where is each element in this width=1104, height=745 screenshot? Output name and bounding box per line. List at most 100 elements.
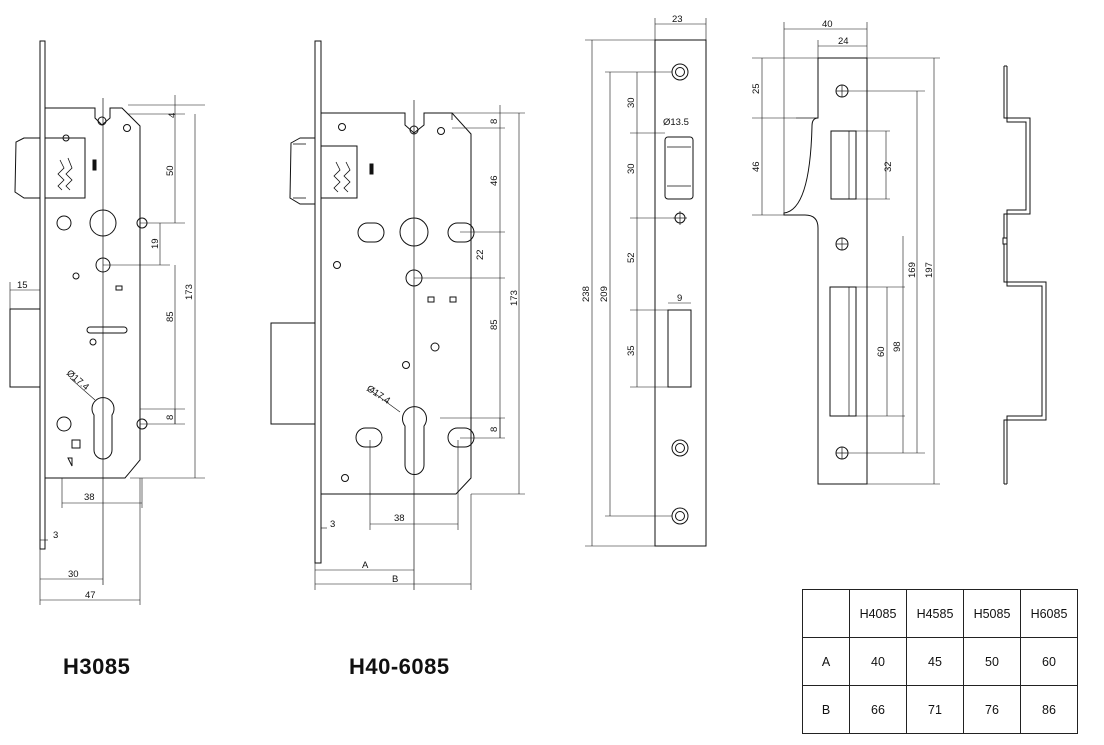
right-dim-B: B <box>392 574 398 585</box>
right-dim-8a: 8 <box>489 119 500 124</box>
left-slot-2 <box>115 285 123 291</box>
right-case-outline <box>321 112 472 495</box>
left-hole-top <box>97 116 107 126</box>
strike-dimension-lines <box>752 22 940 485</box>
strike-dim-60: 60 <box>876 346 887 357</box>
face-dim-209: 209 <box>599 286 610 302</box>
spec-cell: 66 <box>849 685 907 734</box>
right-hole-small-5 <box>402 361 410 369</box>
right-hole-small-1 <box>338 123 346 131</box>
face-dim-13: Ø13.5 <box>663 117 689 128</box>
face-dim-238: 238 <box>581 286 592 302</box>
faceplate-screw-mid <box>671 439 689 457</box>
right-hole-small-3 <box>333 261 341 269</box>
right-slot-3 <box>449 296 457 303</box>
strike-plate-front-view <box>783 57 868 485</box>
face-dim-9: 9 <box>677 293 682 304</box>
spec-cell: 76 <box>963 685 1021 734</box>
left-dim-30: 30 <box>68 569 79 580</box>
strike-dim-40: 40 <box>822 19 833 30</box>
faceplate-deadbolt-slot <box>667 309 692 388</box>
strike-plate-outline <box>783 57 868 485</box>
strike-dim-46: 46 <box>751 161 762 172</box>
left-hole-small-1 <box>123 124 131 132</box>
left-latch-body <box>44 137 86 199</box>
spec-cell: 45 <box>906 637 964 686</box>
right-hole-small-6 <box>341 474 349 482</box>
right-dim-85: 85 <box>489 319 500 330</box>
faceplate-dimension-text: 23 30 Ø13.5 30 52 9 35 238 209 <box>581 14 689 356</box>
face-dim-23: 23 <box>672 14 683 25</box>
faceplate-screw-top <box>671 63 689 81</box>
spec-cell: 60 <box>1020 637 1078 686</box>
spec-cell: 71 <box>906 685 964 734</box>
strike-dim-25: 25 <box>751 83 762 94</box>
strike-dim-169: 169 <box>907 262 918 278</box>
left-small-notch <box>67 439 81 467</box>
left-hole-small-4 <box>89 338 97 346</box>
left-dim-8: 8 <box>165 415 176 420</box>
right-dimension-lines <box>314 105 525 590</box>
right-dim-22: 22 <box>475 249 486 260</box>
face-dim-30b: 30 <box>626 163 637 174</box>
right-oval-right-bottom <box>447 427 475 448</box>
left-dim-19: 19 <box>150 238 161 249</box>
right-latch-bolt <box>289 137 316 205</box>
left-screw-hole-1 <box>56 215 72 231</box>
spec-header-h4585: H4585 <box>906 589 964 638</box>
spec-cell-label: A <box>802 637 850 686</box>
faceplate-front-view <box>654 39 707 547</box>
left-dim-173: 173 <box>184 284 195 300</box>
left-dim-dia: Ø17.4 <box>64 368 91 393</box>
right-dim-46: 46 <box>489 175 500 186</box>
spec-header-empty <box>802 589 850 638</box>
spec-header-h4085: H4085 <box>849 589 907 638</box>
spec-cell: 50 <box>963 637 1021 686</box>
strike-profile-outline <box>1003 66 1047 484</box>
right-oval-right-top <box>447 222 475 243</box>
strike-dim-197: 197 <box>924 262 935 278</box>
right-hole-small-2 <box>437 127 445 135</box>
right-hole-small-4 <box>430 342 440 352</box>
left-dim-15: 15 <box>17 280 28 291</box>
right-dim-A: A <box>362 560 369 571</box>
strike-dim-24: 24 <box>838 36 849 47</box>
right-oval-left-top <box>357 222 385 243</box>
left-cylinder-cutout <box>91 397 115 460</box>
model-label-h3085: H3085 <box>63 654 131 679</box>
spec-cell: 40 <box>849 637 907 686</box>
left-deadbolt <box>9 308 41 388</box>
faceplate-outline <box>654 39 707 547</box>
lock-body-h406085 <box>270 40 475 590</box>
face-dim-35: 35 <box>626 345 637 356</box>
spec-header-h5085: H5085 <box>963 589 1021 638</box>
left-screw-hole-2 <box>56 416 72 432</box>
spec-row-b: B 66 71 76 86 <box>802 685 1078 734</box>
left-faceplate <box>39 40 46 550</box>
right-latch-body <box>320 145 358 199</box>
right-deadbolt <box>270 322 316 425</box>
faceplate-dimension-lines <box>585 18 707 547</box>
strike-dimension-text: 40 24 25 46 32 60 98 169 197 <box>751 19 935 357</box>
right-dimension-text: 8 46 22 173 85 8 Ø17.4 3 38 A B <box>330 119 520 585</box>
right-faceplate <box>314 40 322 564</box>
face-dim-30a: 30 <box>626 97 637 108</box>
right-dim-173: 173 <box>509 290 520 306</box>
spec-row-a: A 40 45 50 60 <box>802 637 1078 686</box>
right-latch-spring <box>333 161 351 193</box>
left-long-slot <box>86 326 128 334</box>
spec-table-header: H4085 H4585 H5085 H6085 <box>802 589 1078 638</box>
left-dim-4: 4 <box>167 113 178 118</box>
strike-dim-32: 32 <box>883 161 894 172</box>
right-slot <box>369 163 374 175</box>
spec-cell: 86 <box>1020 685 1078 734</box>
spec-cell-label: B <box>802 685 850 734</box>
right-dim-3: 3 <box>330 519 335 530</box>
faceplate-latch-slot <box>664 136 694 200</box>
faceplate-screw-bottom <box>671 507 689 525</box>
strike-side-profile <box>1002 65 1047 485</box>
right-slot-2 <box>427 296 435 303</box>
right-dim-dia: Ø17.4 <box>364 383 392 406</box>
left-hole-small-2 <box>62 134 70 142</box>
